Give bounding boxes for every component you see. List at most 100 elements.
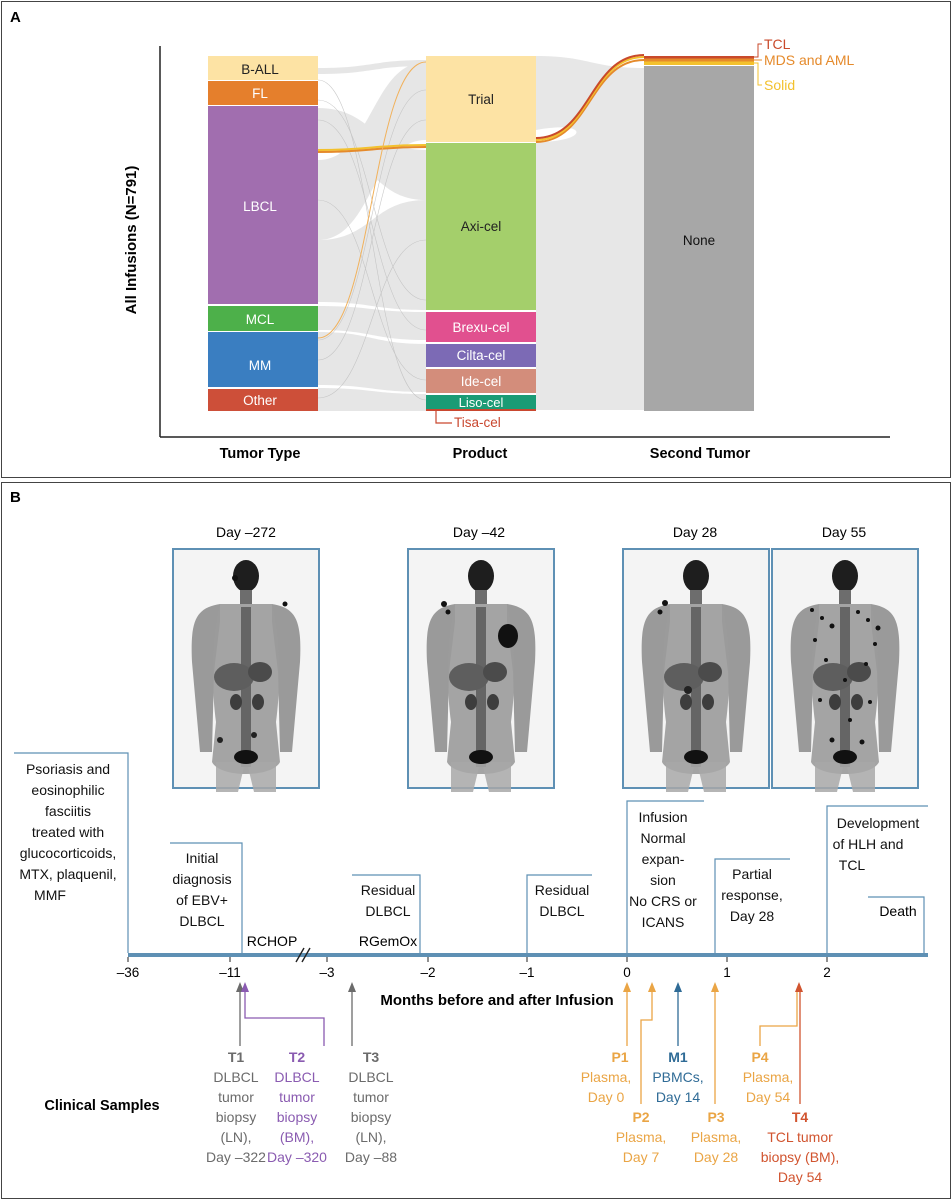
tick-label: –3 (319, 965, 334, 980)
node-axi-cel (426, 143, 536, 310)
node-label-mds-aml: MDS and AML (764, 52, 854, 68)
event-line: of EBV+ (176, 892, 228, 908)
node-liso-cel (426, 395, 536, 409)
event-rchop: RCHOP (247, 933, 298, 949)
event-line: treated with (32, 824, 104, 840)
node-trial (426, 56, 536, 142)
node-mds-aml (644, 58, 754, 62)
tick-label: –11 (219, 965, 241, 980)
pet-scan-day-272 (172, 548, 320, 792)
tisa-cel-leader (435, 411, 452, 424)
event-line: eosinophilic (31, 782, 104, 798)
event-rgemox: RGemOx (359, 933, 417, 949)
sankey-flow-lines (317, 79, 427, 401)
sample-line: tumor (279, 1089, 315, 1105)
sample-id: T3 (363, 1049, 380, 1065)
event-line: Day 28 (730, 908, 775, 924)
tick-label: 2 (823, 965, 831, 980)
clinical-samples-label: Clinical Samples (44, 1098, 159, 1114)
panel-b-letter: B (10, 489, 21, 506)
sample-t4: T4 TCL tumor biopsy (BM), Day 54 (761, 1109, 840, 1185)
sample-id: P4 (751, 1049, 768, 1065)
tick-label: –1 (519, 965, 534, 980)
node-label-fl: FL (252, 86, 268, 101)
event-infusion: Infusion Normal expan- sion No CRS or IC… (629, 809, 697, 930)
sample-line: tumor (218, 1089, 254, 1105)
sample-line: DLBCL (213, 1069, 258, 1085)
sample-line: biopsy (216, 1109, 256, 1125)
node-none (644, 66, 754, 411)
event-line: of HLH and (833, 836, 904, 852)
sample-line: PBMCs, (652, 1069, 703, 1085)
event-line: Residual (361, 882, 415, 898)
panel-b (1, 482, 951, 1199)
sample-id: T2 (289, 1049, 306, 1065)
column-label-product: Product (453, 446, 508, 462)
event-line: Initial (186, 850, 219, 866)
node-label-lbcl: LBCL (243, 199, 277, 214)
event-line: glucocorticoids, (20, 845, 117, 861)
event-line: ICANS (642, 914, 685, 930)
scan-label-day-272: Day –272 (216, 524, 276, 540)
event-brackets (14, 752, 928, 953)
sample-id: P1 (611, 1049, 628, 1065)
node-solid (644, 61, 754, 65)
sample-line: (BM), (280, 1129, 314, 1145)
pet-scan-day-28 (622, 548, 770, 792)
sample-line: Day 54 (778, 1169, 823, 1185)
sample-line: Plasma, (743, 1069, 794, 1085)
event-line: No CRS or (629, 893, 697, 909)
event-line: expan- (642, 851, 685, 867)
sample-line: tumor (353, 1089, 389, 1105)
sample-line: biopsy (351, 1109, 391, 1125)
sample-line: Day 54 (746, 1089, 791, 1105)
node-tisa-cel (426, 409, 536, 411)
node-label-axi-cel: Axi-cel (461, 219, 502, 234)
column-label-second-tumor: Second Tumor (650, 446, 751, 462)
sample-line: Day –88 (345, 1149, 397, 1165)
sample-id: M1 (668, 1049, 688, 1065)
second-tumor-flows (317, 54, 645, 339)
node-label-trial: Trial (468, 92, 494, 107)
node-label-cilta-cel: Cilta-cel (457, 348, 506, 363)
node-b-all (208, 56, 318, 80)
pet-scan-day-55 (771, 548, 919, 792)
sample-arrows (236, 982, 803, 1104)
event-partial-response: Partial response, Day 28 (721, 866, 782, 924)
node-label-ide-cel: Ide-cel (461, 374, 502, 389)
event-line: sion (650, 872, 676, 888)
sample-id: P2 (632, 1109, 649, 1125)
event-line: fasciitis (45, 803, 91, 819)
sample-line: Day 0 (588, 1089, 625, 1105)
y-axis-label: All Infusions (N=791) (123, 166, 140, 315)
event-residual-1: Residual DLBCL (361, 882, 415, 919)
node-label-solid: Solid (764, 77, 795, 93)
node-label-other: Other (243, 393, 277, 408)
pet-scan-day-42 (407, 548, 555, 792)
sample-line: Day –322 (206, 1149, 266, 1165)
node-label-mm: MM (249, 358, 272, 373)
sample-m1: M1 PBMCs, Day 14 (652, 1049, 703, 1105)
tick-label: 1 (723, 965, 731, 980)
node-label-mcl: MCL (246, 312, 275, 327)
sample-line: biopsy (277, 1109, 317, 1125)
solid-leader (754, 62, 762, 86)
sample-line: Day 7 (623, 1149, 660, 1165)
node-tcl (644, 56, 754, 59)
node-brexu-cel (426, 312, 536, 342)
sample-p1: P1 Plasma, Day 0 (581, 1049, 632, 1105)
sample-line: (LN), (355, 1129, 386, 1145)
tick-label: 0 (623, 965, 631, 980)
axis-break (295, 947, 311, 963)
event-line: MMF (34, 887, 66, 903)
event-line: Normal (640, 830, 685, 846)
event-line: DLBCL (365, 903, 410, 919)
node-cilta-cel (426, 344, 536, 367)
node-mm (208, 332, 318, 387)
timeline-ticks (127, 957, 828, 962)
event-line: Partial (732, 866, 772, 882)
event-line: response, (721, 887, 782, 903)
panel-a-letter: A (10, 9, 21, 26)
scan-label-day-42: Day –42 (453, 524, 505, 540)
